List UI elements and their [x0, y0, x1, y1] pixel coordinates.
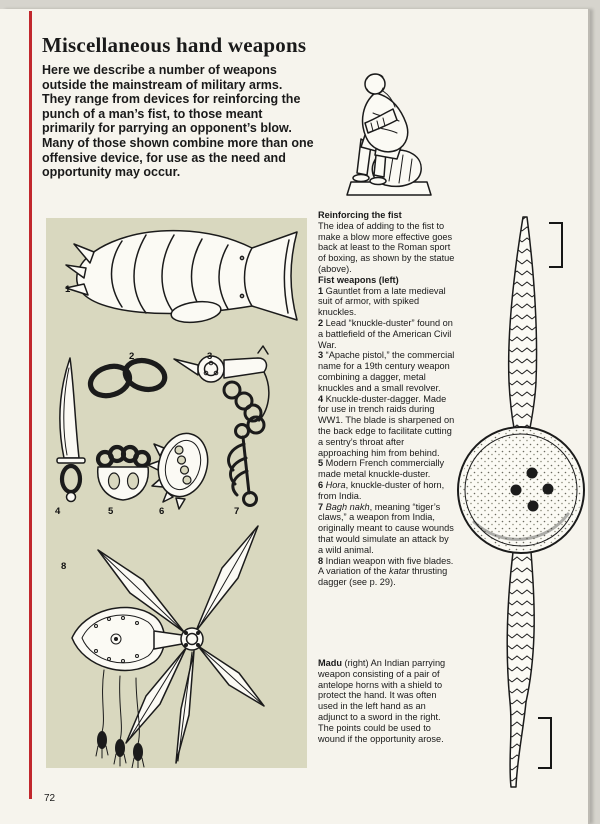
panel-label-3: 3 — [207, 351, 212, 362]
accent-rule — [29, 11, 32, 799]
panel-label-4: 4 — [55, 506, 61, 517]
panel-label-6: 6 — [159, 506, 164, 517]
reinforcing-heading: Reinforcing the fist — [318, 210, 402, 220]
bagh-nakh-illustration — [227, 423, 258, 507]
weapon-list-item-3: 3 “Apache pistol,” the commercial name f… — [318, 350, 455, 393]
weapon-list-item-7: 7 Bagh nakh, meaning “tiger’s claws,” a … — [318, 501, 454, 555]
madu-bottom-horn — [506, 551, 535, 788]
madu-lead: Madu — [318, 658, 342, 668]
reinforcing-body: The idea of adding to the fist to make a… — [318, 220, 455, 274]
weapon-list-item-2: 2 Lead “knuckle-duster” found on a battl… — [318, 317, 453, 350]
five-blade-katar-illustration — [71, 525, 265, 768]
boxer-statue-illustration — [346, 73, 432, 196]
madu-caption: Madu (right) An Indian parrying weapon c… — [318, 658, 456, 744]
panel-label-8: 8 — [61, 561, 66, 572]
weapon-list-item-1: 1 Gauntlet from a late medieval suit of … — [318, 285, 446, 318]
crop-bracket-top — [549, 222, 563, 268]
fist-weapons-heading: Fist weapons (left) — [318, 274, 399, 285]
madu-top-horn — [507, 216, 538, 429]
fist-weapons-list: 1 Gauntlet from a late medieval suit of … — [318, 286, 456, 588]
madu-body: An Indian parrying weapon consisting of … — [318, 658, 446, 744]
page: Miscellaneous hand weapons Here we descr… — [0, 9, 588, 824]
weapon-list-item-8: 8 Indian weapon with five blades. A vari… — [318, 555, 454, 588]
page-title: Miscellaneous hand weapons — [42, 33, 307, 57]
panel-label-7: 7 — [234, 506, 239, 517]
madu-illustration — [457, 216, 585, 788]
madu-note: (right) — [342, 658, 371, 668]
madu-shield — [457, 426, 585, 554]
page-number: 72 — [44, 793, 56, 804]
intro-text: Here we describe a number of weapons out… — [42, 63, 314, 180]
gauntlet-illustration — [65, 229, 298, 324]
panel-label-2: 2 — [129, 351, 134, 362]
fist-weapons-panel: 1 2 3 4 5 6 7 8 — [46, 218, 307, 768]
apache-pistol-illustration — [173, 345, 270, 435]
weapon-list-item-4: 4 Knuckle-duster-dagger. Made for use in… — [318, 393, 455, 458]
knuckle-duster-dagger-illustration — [56, 357, 86, 503]
panel-label-1: 1 — [65, 284, 71, 295]
hora-illustration — [147, 432, 209, 510]
lead-knuckle-duster-illustration — [87, 357, 168, 399]
panel-label-5: 5 — [108, 506, 114, 517]
weapon-list-item-5: 5 Modern French commercially made metal … — [318, 458, 445, 480]
text-column: Reinforcing the fist The idea of adding … — [318, 210, 456, 588]
fist-weapons-panel-art: 1 2 3 4 5 6 7 8 — [55, 229, 298, 768]
weapon-list-item-6: 6 Hora, knuckle-duster of horn, from Ind… — [318, 479, 445, 501]
crop-bracket-bottom — [538, 717, 552, 769]
french-knuckle-duster-illustration — [95, 444, 152, 501]
